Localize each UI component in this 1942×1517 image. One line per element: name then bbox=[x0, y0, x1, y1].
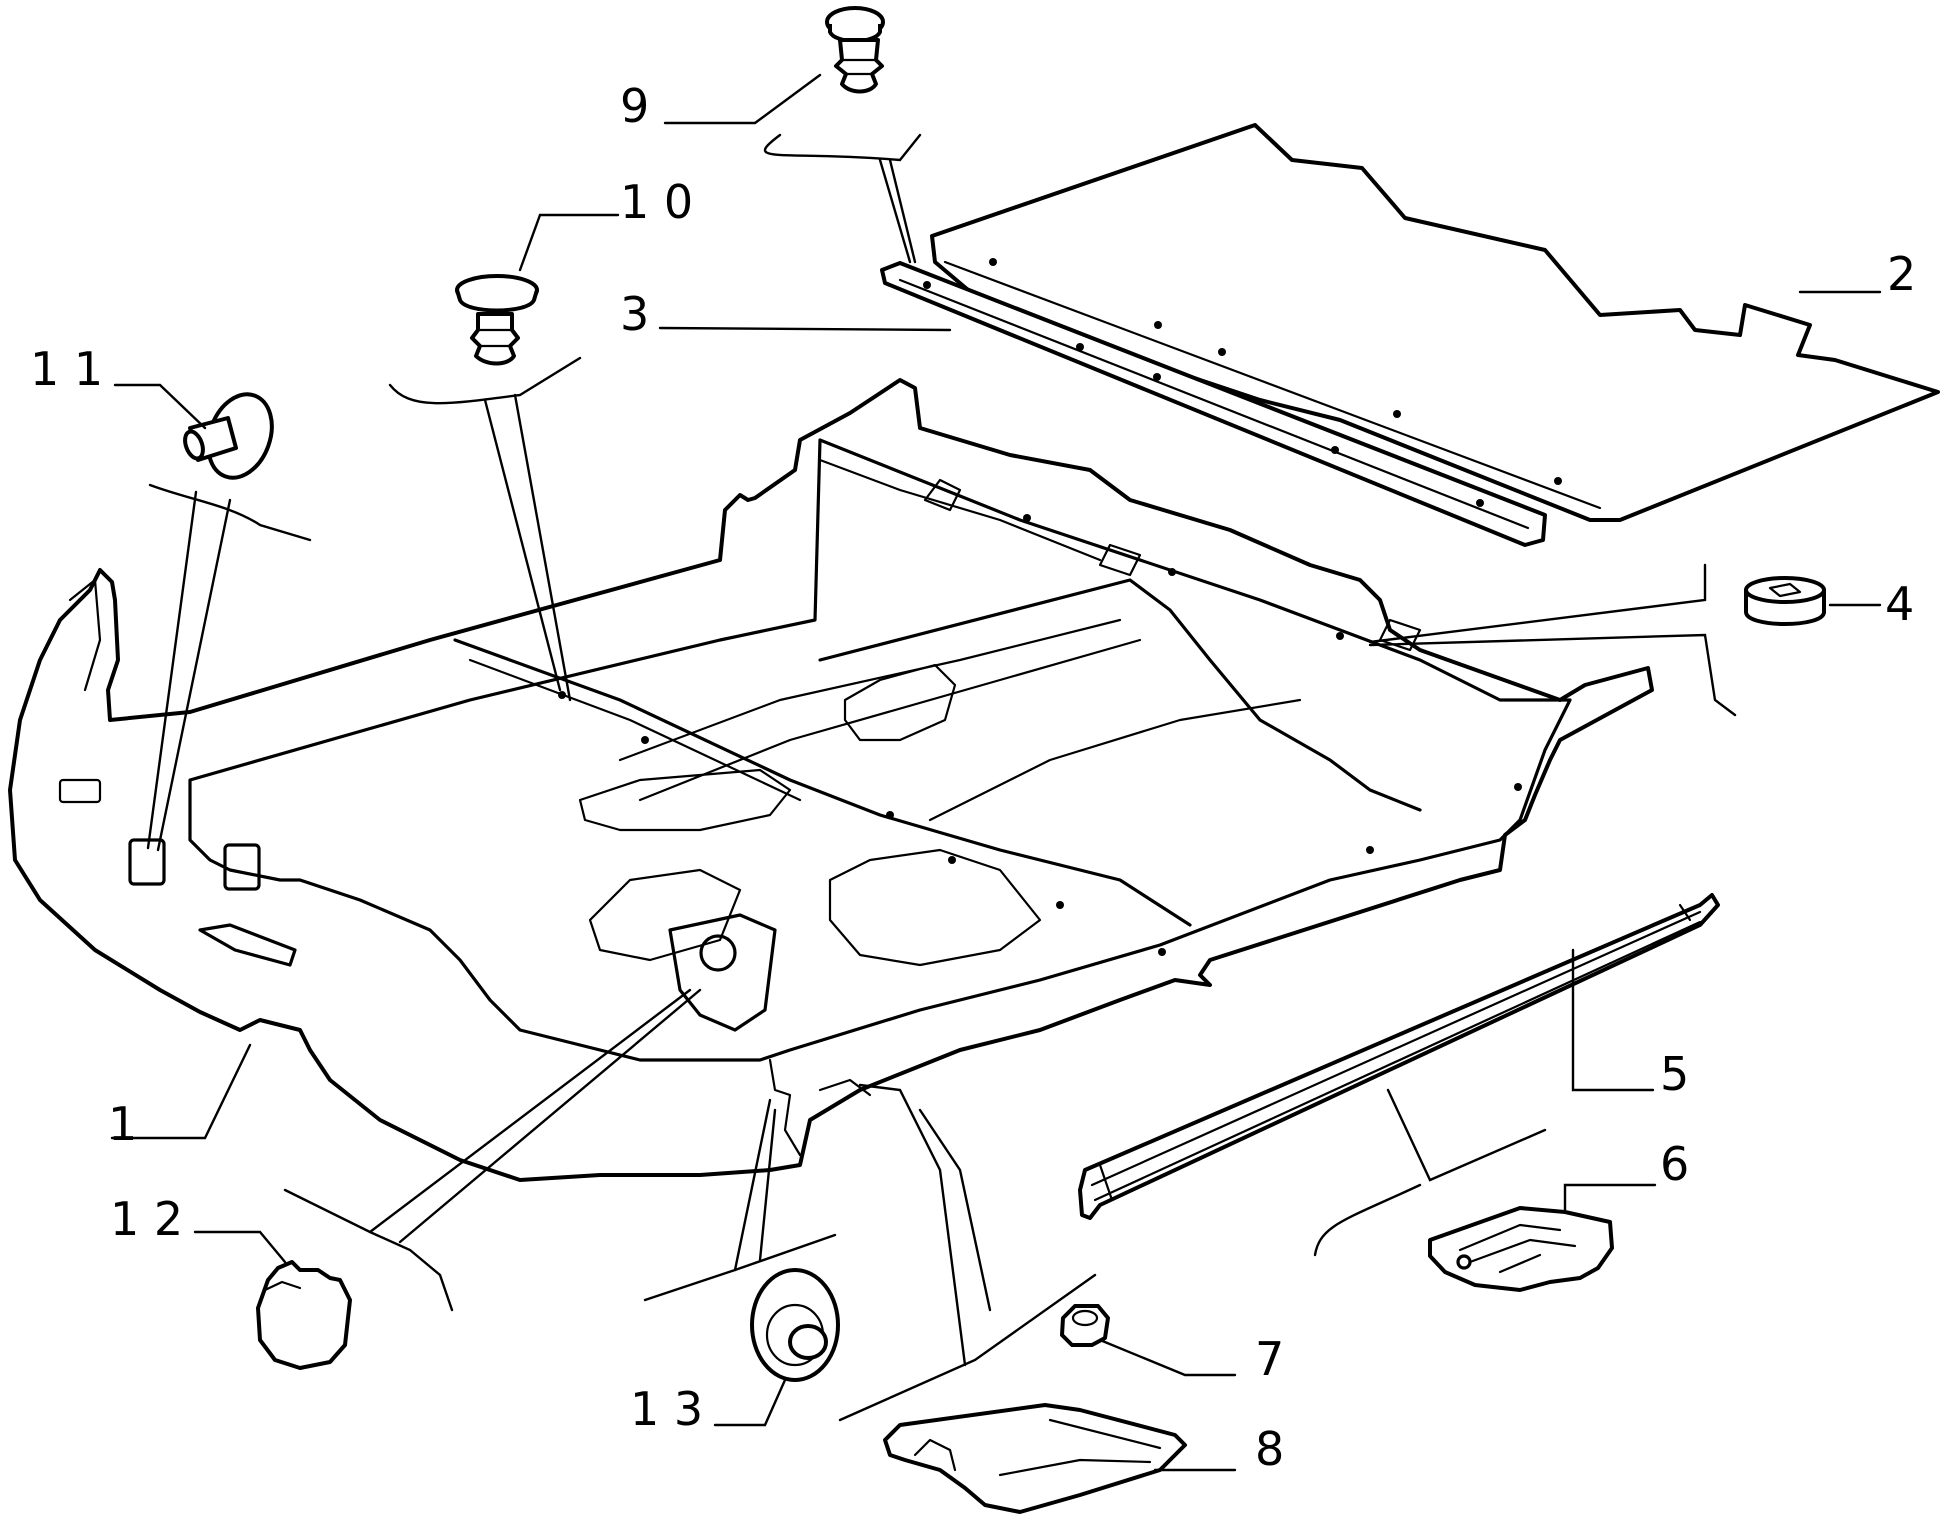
callout-4: 4 bbox=[1885, 577, 1914, 631]
part-5-sill-strip bbox=[1078, 893, 1720, 1220]
part-6-clip-bracket bbox=[1428, 1206, 1614, 1292]
callout-9: 9 bbox=[620, 79, 649, 133]
callout-8: 8 bbox=[1255, 1422, 1284, 1476]
callout-7: 7 bbox=[1255, 1332, 1284, 1386]
part-3-front-strip bbox=[880, 261, 1547, 547]
part-7-nut bbox=[1060, 1304, 1110, 1347]
part-13-grommet bbox=[750, 1268, 840, 1382]
part-10-push-button bbox=[455, 274, 539, 366]
part-4-round-plug bbox=[1744, 576, 1826, 626]
part-12-round-cap bbox=[256, 1260, 352, 1370]
callout-12: 1 2 bbox=[110, 1192, 183, 1246]
part-9-push-clip bbox=[825, 6, 885, 94]
part-1-floor-carpet bbox=[8, 378, 1654, 1182]
part-2-rear-mat bbox=[930, 123, 1940, 522]
callout-5: 5 bbox=[1660, 1047, 1689, 1101]
part-8-heel-pad bbox=[883, 1403, 1187, 1514]
callout-13: 1 3 bbox=[630, 1382, 703, 1436]
callout-6: 6 bbox=[1660, 1137, 1689, 1191]
callout-1: 1 bbox=[108, 1097, 137, 1151]
callout-10: 1 0 bbox=[620, 175, 693, 229]
callout-leaders bbox=[110, 73, 1882, 1472]
callout-labels: 1 2 3 4 5 6 7 8 9 1 0 1 1 1 2 1 3 bbox=[30, 79, 1916, 1476]
callout-3: 3 bbox=[620, 287, 649, 341]
callout-2: 2 bbox=[1887, 247, 1916, 301]
callout-11: 1 1 bbox=[30, 342, 103, 396]
part-11-stud bbox=[183, 392, 274, 480]
